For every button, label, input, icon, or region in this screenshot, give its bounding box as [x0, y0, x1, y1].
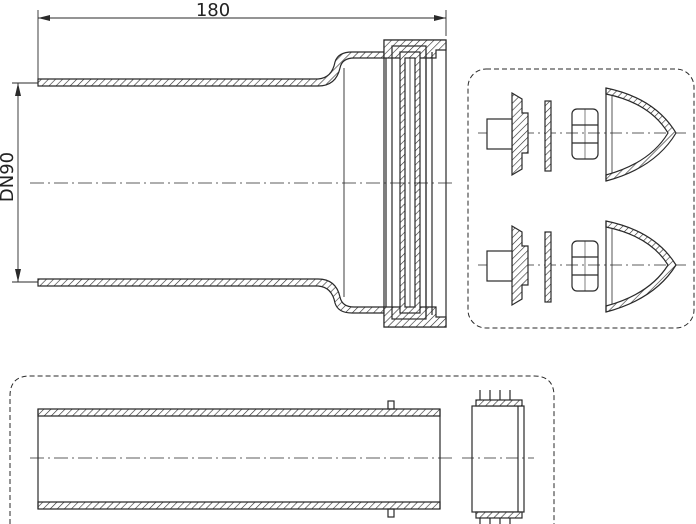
washer-bottom — [544, 231, 552, 303]
extension-bead-top — [387, 400, 395, 410]
dome-cap-bottom — [605, 220, 677, 313]
diameter-dimension — [12, 82, 38, 283]
stub-fitting-top — [511, 91, 529, 177]
pipe-bottom-wall — [37, 278, 385, 314]
nut-top — [571, 108, 599, 160]
extension-bead-bottom — [387, 508, 395, 518]
diameter-dimension-label: DN90 — [0, 152, 18, 202]
length-dimension-label: 180 — [196, 0, 230, 21]
fitting-row-top — [478, 87, 686, 182]
stub-fitting-bottom — [511, 224, 529, 307]
length-dimension — [37, 10, 447, 80]
nut-bottom — [571, 240, 599, 292]
reducer-ring — [462, 390, 534, 524]
extension-detail-box — [9, 375, 555, 524]
main-pipe-assembly: 180 DN90 — [0, 0, 455, 328]
fitting-row-bottom — [478, 220, 686, 313]
parts-detail-box — [467, 68, 695, 329]
extension-pipe-top-wall — [37, 408, 441, 417]
washer-top — [544, 100, 552, 172]
pipe-top-wall — [37, 51, 385, 87]
dome-cap-top — [605, 87, 677, 182]
extension-pipe-bottom-wall — [37, 501, 441, 510]
